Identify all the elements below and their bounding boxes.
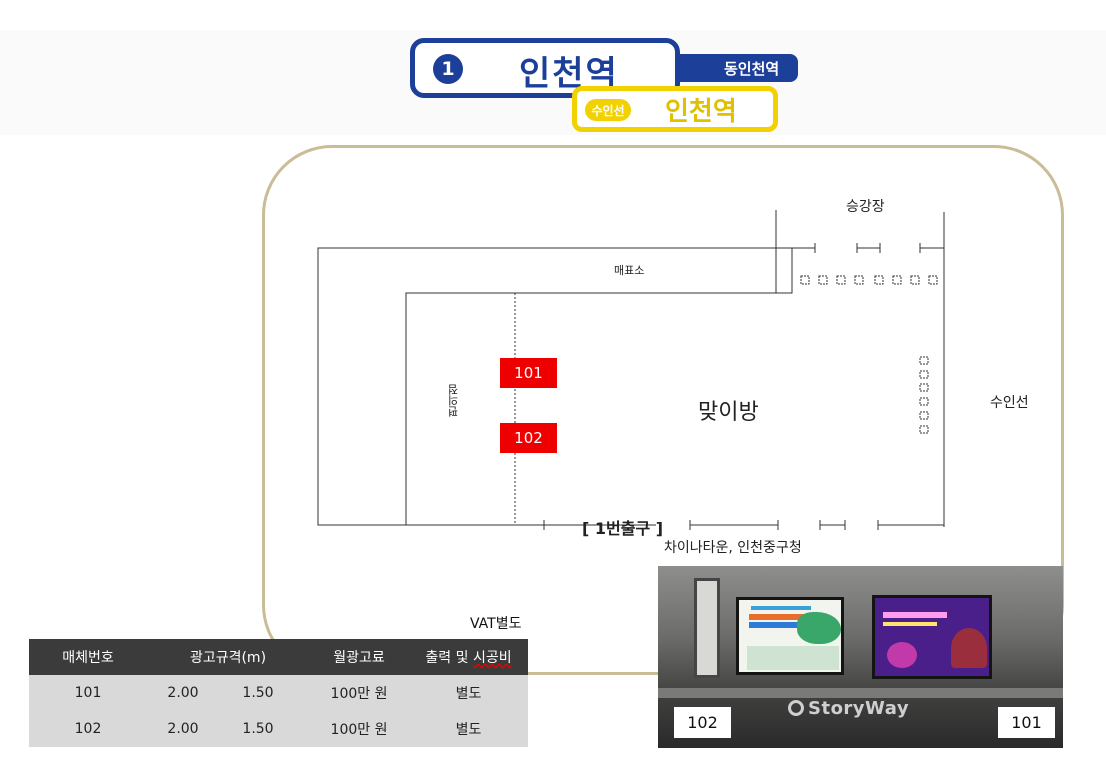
- cell-size: 2.00 1.50: [147, 711, 309, 747]
- col-install-fee-part2: 시공비: [472, 650, 512, 666]
- ad-spot-102: 102: [500, 423, 557, 453]
- cell-install: 별도: [409, 675, 528, 711]
- storyway-brand-text: StoryWay: [808, 698, 910, 719]
- line1-badge: 1: [433, 54, 463, 84]
- suin-line-badge: 수인선: [585, 99, 631, 121]
- cell-width: 2.00: [167, 685, 199, 701]
- cell-height: 1.50: [242, 685, 274, 701]
- photo-tag-101: 101: [998, 707, 1055, 738]
- line1-station-sign: 1 인천역: [410, 38, 680, 98]
- col-media-number: 매체번호: [29, 639, 147, 675]
- suin-station-sign: 수인선 인천역: [572, 86, 778, 132]
- exit-label: [ 1번출구 ]: [582, 519, 664, 538]
- cell-id: 101: [29, 675, 147, 711]
- platform-label: 승강장: [846, 199, 885, 215]
- price-table: 매체번호 광고규격(m) 월광고료 출력 및 시공비 101 2.00 1.50 …: [29, 639, 528, 747]
- hall-label: 맞이방: [698, 400, 759, 425]
- col-install-fee: 출력 및 시공비: [409, 639, 528, 675]
- col-ad-size: 광고규격(m): [147, 639, 309, 675]
- exit-destination-label: 차이나타운, 인천중구청: [664, 540, 802, 556]
- cell-size: 2.00 1.50: [147, 675, 309, 711]
- col-monthly-fee: 월광고료: [309, 639, 409, 675]
- suin-line-label: 수인선: [990, 395, 1029, 411]
- convenience-store-label: 편의점: [447, 384, 460, 417]
- table-header-row: 매체번호 광고규격(m) 월광고료 출력 및 시공비: [29, 639, 528, 675]
- cell-width: 2.00: [167, 721, 199, 737]
- vat-note: VAT별도: [470, 616, 522, 632]
- photo-beam: [658, 688, 1063, 698]
- cell-monthly-fee: 100만 원: [309, 675, 409, 711]
- ad-spot-101: 101: [500, 358, 557, 388]
- cell-id: 102: [29, 711, 147, 747]
- storyway-icon: [788, 700, 804, 716]
- ticket-office-label: 매표소: [614, 264, 645, 277]
- next-station-tag: 동인천역: [676, 54, 798, 82]
- ticket-gates: [800, 275, 938, 285]
- side-gates: [919, 356, 929, 434]
- photo-window: [694, 578, 720, 678]
- table-row: 101 2.00 1.50 100만 원 별도: [29, 675, 528, 711]
- cell-height: 1.50: [242, 721, 274, 737]
- photo-lightbox-102: [736, 597, 844, 675]
- photo-lightbox-101: [872, 595, 992, 679]
- table-row: 102 2.00 1.50 100만 원 별도: [29, 711, 528, 747]
- cell-monthly-fee: 100만 원: [309, 711, 409, 747]
- col-install-fee-part1: 출력 및: [425, 650, 473, 666]
- site-photo: StoryWay 102 101: [658, 566, 1063, 748]
- photo-tag-102: 102: [674, 707, 731, 738]
- storyway-logo: StoryWay: [788, 698, 909, 719]
- suin-station-name: 인천역: [665, 97, 737, 127]
- cell-install: 별도: [409, 711, 528, 747]
